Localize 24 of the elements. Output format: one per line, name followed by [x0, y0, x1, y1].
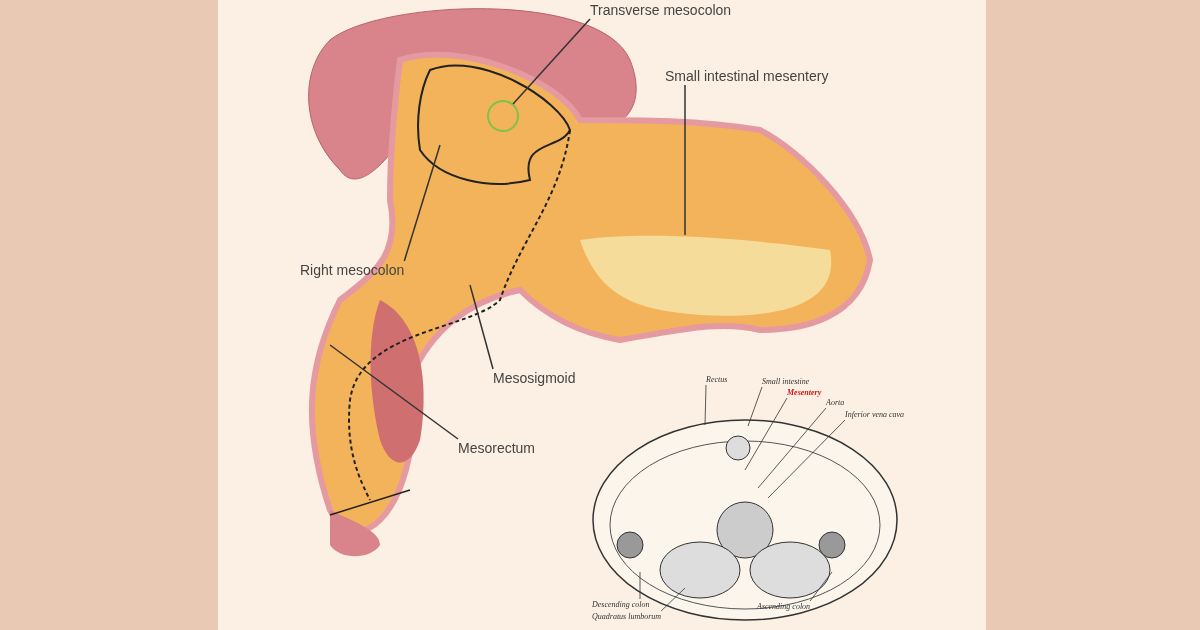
leader-line: [403, 144, 441, 262]
part-label: Inferior vena cava: [845, 410, 905, 419]
leader-line: [744, 397, 788, 471]
part-label: Mesentery: [787, 388, 822, 397]
leader-line: [767, 419, 846, 499]
leader-line: [469, 284, 494, 370]
leader-line: [704, 384, 707, 426]
part-label: Right mesocolon: [300, 262, 405, 278]
part-label: Aorta: [826, 398, 845, 407]
leader-line: [809, 571, 833, 602]
leader-line: [684, 84, 686, 236]
leader-line: [639, 571, 641, 600]
part-label: Quadratus lumborum: [592, 612, 662, 621]
leader-line: [660, 587, 686, 612]
part-label: Small intestinal mesentery: [665, 68, 829, 84]
part-label: Mesorectum: [458, 440, 536, 456]
leader-line: [757, 407, 827, 489]
part-label: Rectus: [706, 375, 728, 384]
part-label: Small intestine: [762, 377, 810, 386]
part-label: Transverse mesocolon: [590, 2, 732, 18]
leader-line: [329, 344, 459, 440]
leader-line: [747, 386, 763, 427]
part-label: Mesosigmoid: [493, 370, 576, 386]
part-label: Descending colon: [592, 600, 650, 609]
